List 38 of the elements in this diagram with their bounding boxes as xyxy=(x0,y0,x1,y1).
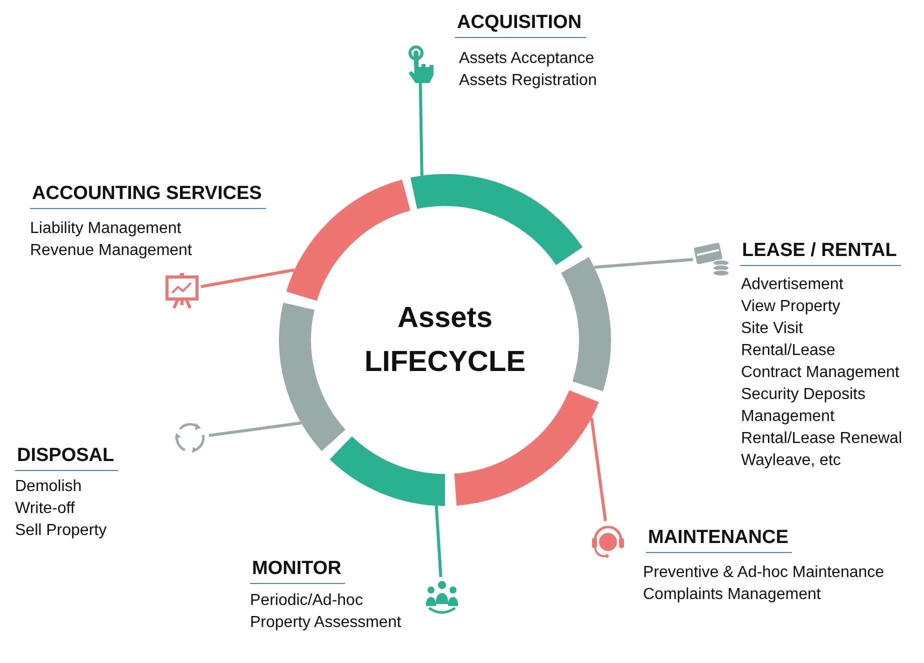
ring-segment xyxy=(279,304,346,450)
list-item: Advertisement xyxy=(741,275,844,295)
section-heading: MONITOR xyxy=(250,558,346,584)
leader-line xyxy=(590,418,607,522)
list-item: Liability Management xyxy=(30,219,182,239)
list-item: Site Visit xyxy=(741,319,804,339)
list-item: Preventive & Ad-hoc Maintenance xyxy=(643,563,886,583)
ring-segment xyxy=(411,174,582,266)
list-item: Wayleave, etc xyxy=(741,451,842,471)
list-item: Demolish xyxy=(15,477,83,497)
list-item: View Property xyxy=(741,297,842,317)
list-item: Complaints Management xyxy=(643,585,822,605)
section-heading: LEASE / RENTAL xyxy=(740,240,901,266)
ring-segment xyxy=(453,389,598,506)
section-heading: DISPOSAL xyxy=(15,445,118,471)
center-title: Assets LIFECYCLE xyxy=(363,301,527,380)
list-item: Assets Acceptance xyxy=(459,49,596,69)
chart-easel-icon xyxy=(163,271,201,309)
leader-line xyxy=(434,506,442,578)
section-heading: MAINTENANCE xyxy=(646,527,792,553)
ring-segment xyxy=(286,180,412,302)
leader-line xyxy=(208,422,302,437)
list-item: Sell Property xyxy=(15,521,108,541)
list-item: Rental/Lease xyxy=(741,341,836,361)
ring-segment xyxy=(560,258,611,390)
list-item: Assets Registration xyxy=(459,71,598,91)
list-item: Rental/Lease Renewal xyxy=(741,429,903,449)
leader-line xyxy=(200,268,295,288)
list-item: Security Deposits Management xyxy=(741,385,866,427)
section-heading: ACCOUNTING SERVICES xyxy=(30,183,266,209)
leader-line xyxy=(418,82,424,176)
ring-segment xyxy=(330,436,446,506)
list-item: Write-off xyxy=(15,499,76,519)
list-item: Revenue Management xyxy=(30,241,193,261)
leader-line xyxy=(594,258,694,269)
list-item: Contract Management xyxy=(741,363,900,383)
list-item: Periodic/Ad-hoc Property Assessment xyxy=(250,591,402,633)
section-heading: ACQUISITION xyxy=(455,12,586,38)
